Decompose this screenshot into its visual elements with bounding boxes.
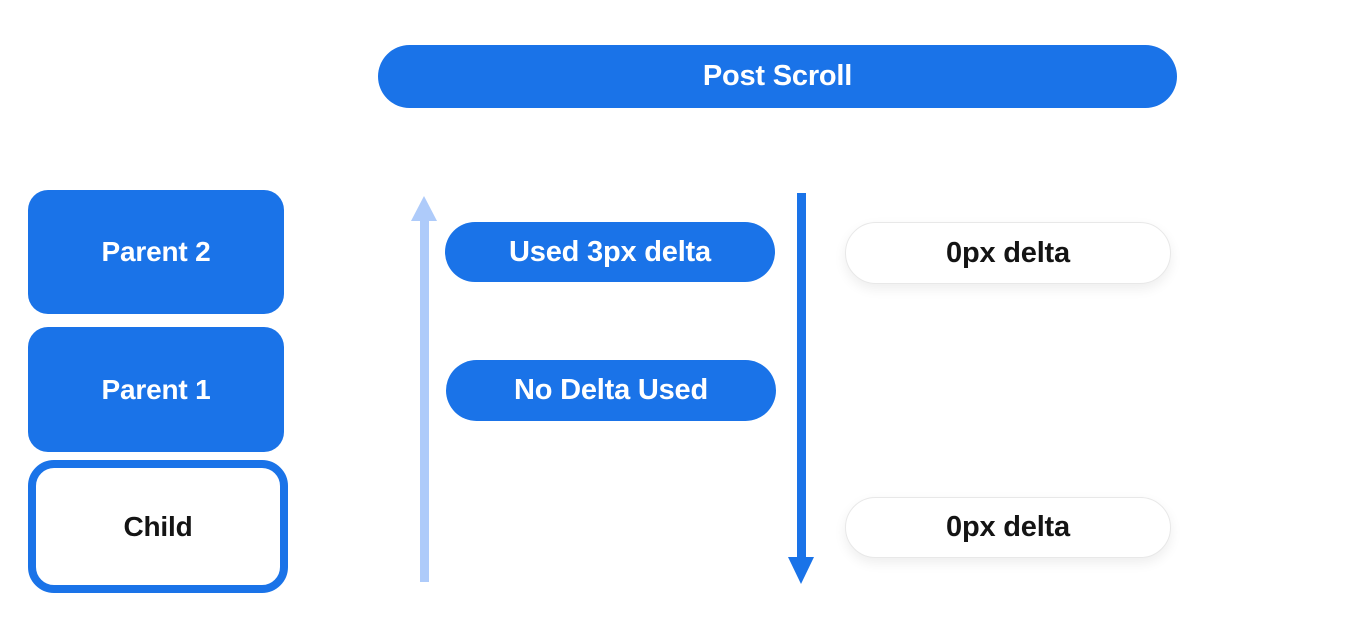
scroll-up-arrow-shaft xyxy=(420,218,429,582)
parent-1-node: Parent 1 xyxy=(28,327,284,452)
post-scroll-header-pill: Post Scroll xyxy=(378,45,1177,108)
post-scroll-header-label: Post Scroll xyxy=(702,60,853,92)
zero-delta-bottom-label: 0px delta xyxy=(946,511,1070,543)
parent-2-label: Parent 2 xyxy=(101,236,211,267)
scroll-down-arrow-head-icon xyxy=(788,557,814,584)
scroll-up-arrow-head-icon xyxy=(411,196,437,221)
child-label: Child xyxy=(123,510,193,542)
parent-1-label: Parent 1 xyxy=(101,373,211,405)
used-delta-label: Used 3px delta xyxy=(509,235,711,268)
zero-delta-pill-bottom: 0px delta xyxy=(845,497,1171,558)
no-delta-used-pill: No Delta Used xyxy=(446,360,776,421)
parent-2-node: Parent 2 xyxy=(28,190,284,314)
zero-delta-pill-top: 0px delta xyxy=(845,222,1171,284)
scroll-down-arrow-shaft xyxy=(797,193,806,557)
used-delta-pill: Used 3px delta xyxy=(445,222,775,282)
child-node: Child xyxy=(28,460,288,593)
no-delta-used-label: No Delta Used xyxy=(514,374,708,406)
zero-delta-top-label: 0px delta xyxy=(946,236,1070,269)
